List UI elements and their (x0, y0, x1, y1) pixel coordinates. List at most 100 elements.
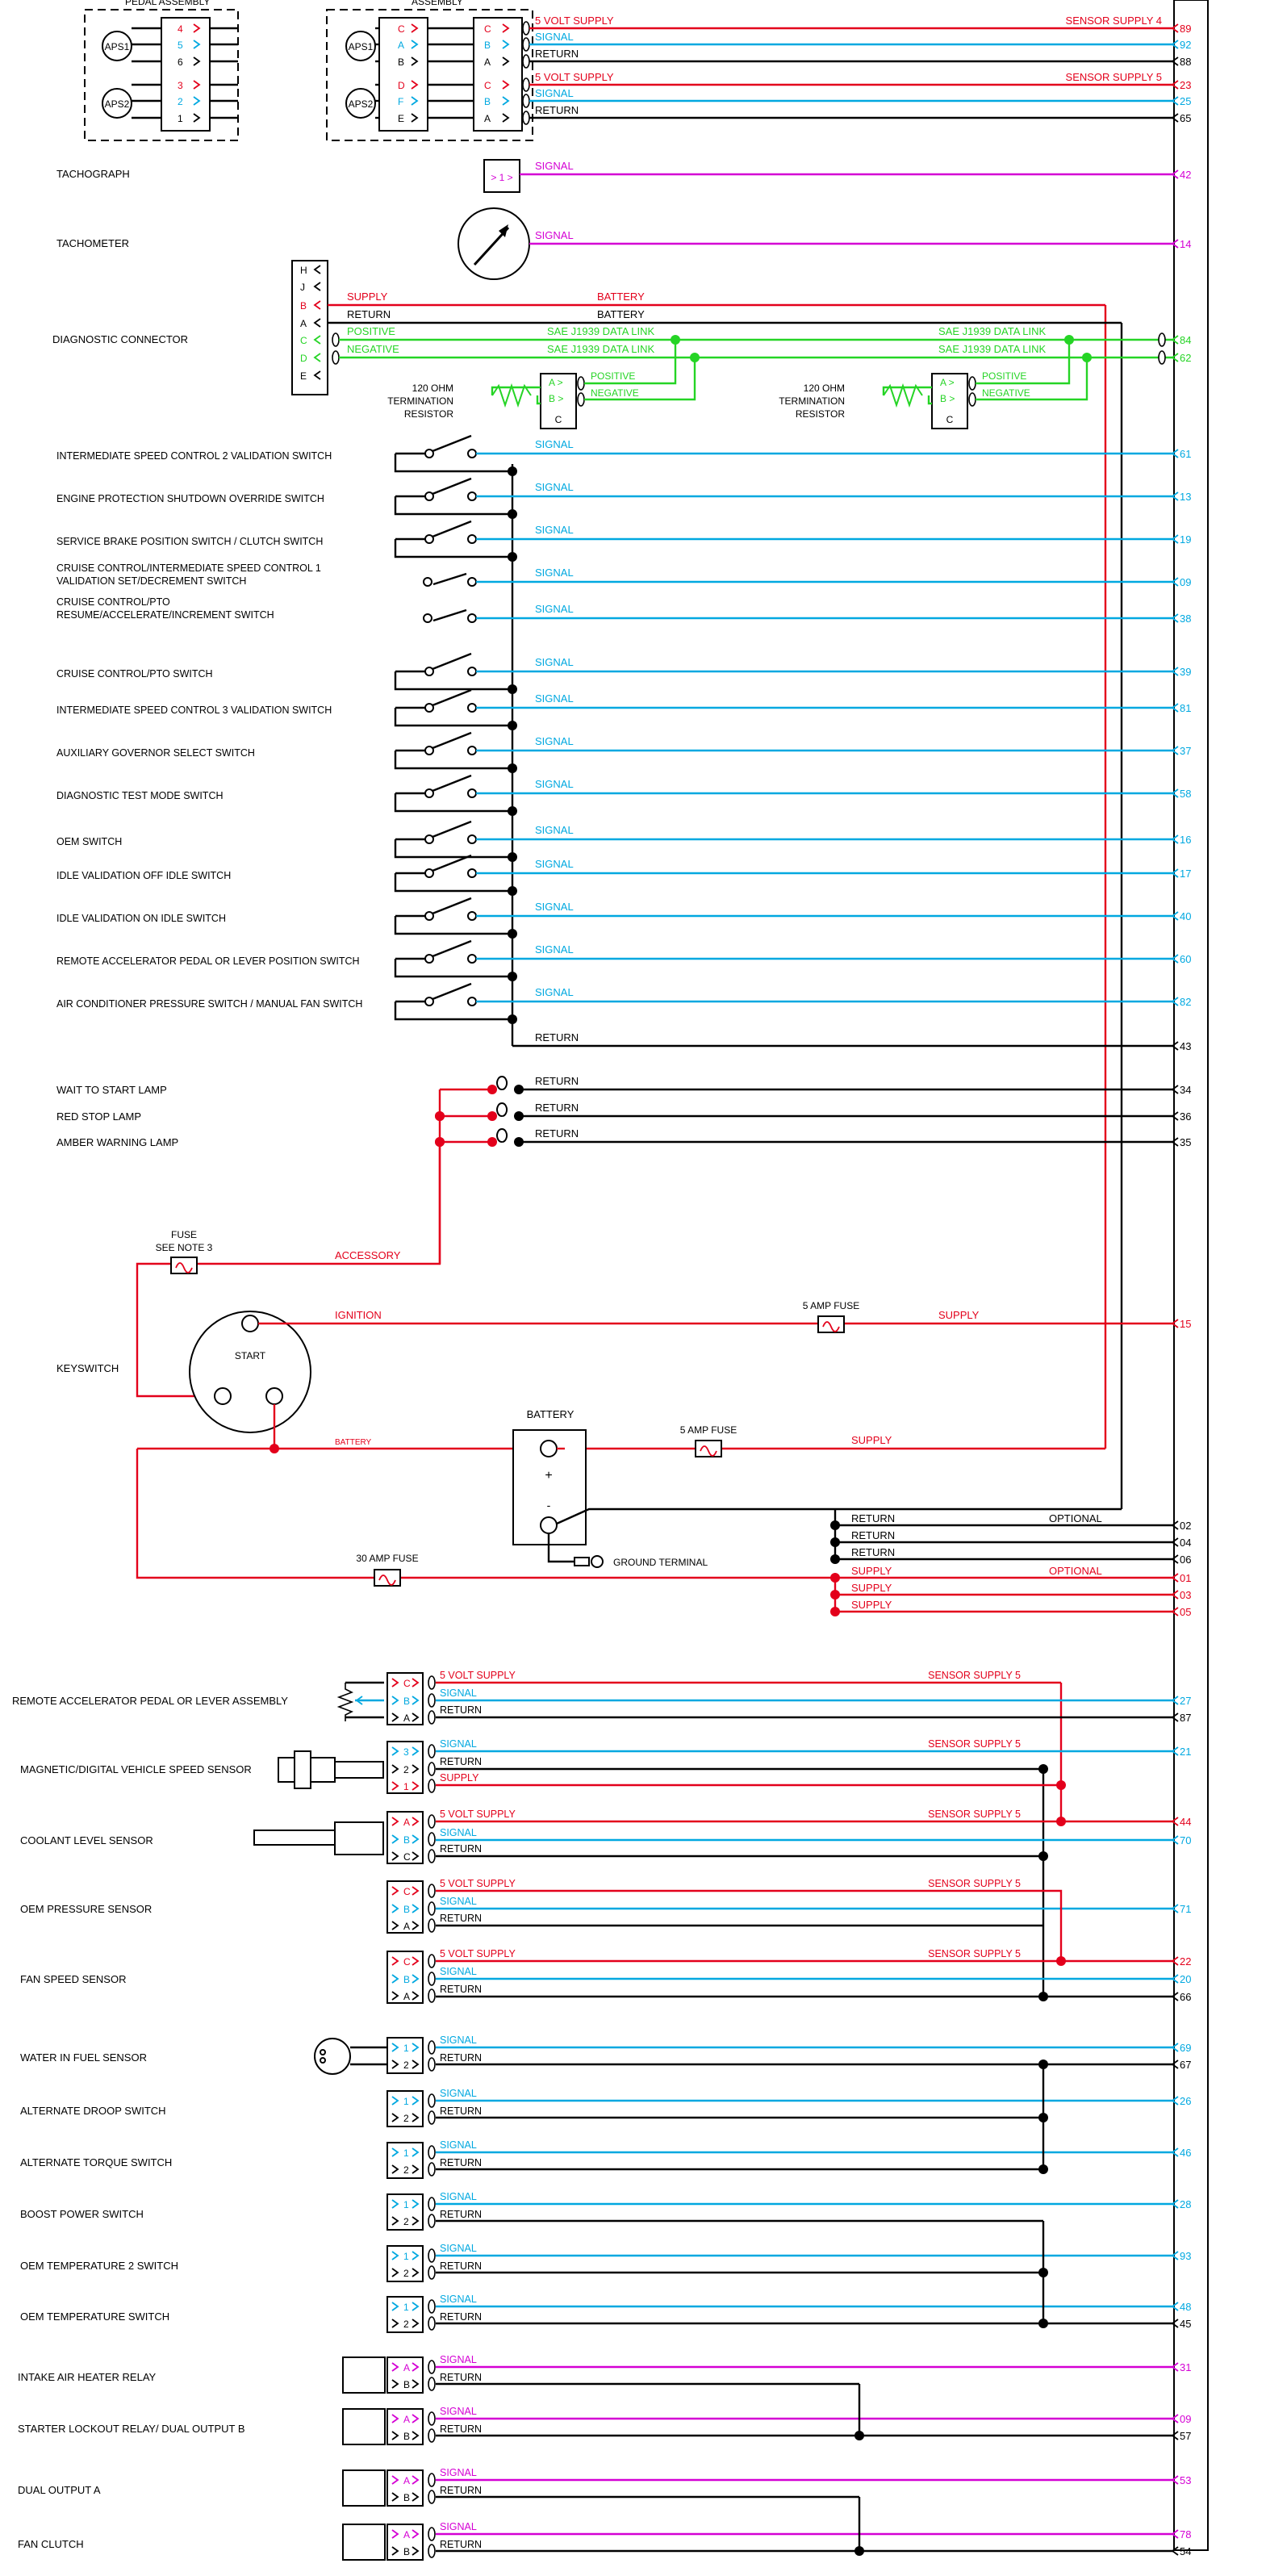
junction-dot (1056, 1956, 1066, 1966)
pin-arrow (412, 1921, 420, 1930)
junction-dot (1038, 2164, 1048, 2174)
pin-arrow (1171, 613, 1179, 623)
ground-terminal-icon (574, 1557, 590, 1566)
icon-dot (320, 2057, 326, 2064)
pin-letter: 2 (403, 2164, 409, 2176)
tachograph-label: TACHOGRAPH (56, 168, 130, 180)
pin-letter: B (403, 1974, 410, 1985)
ecu-pin-number: 87 (1180, 1712, 1191, 1724)
ecu-pin-number: 88 (1180, 56, 1191, 68)
plug-symbol (577, 392, 585, 407)
ecu-pin-number: 69 (1180, 2042, 1191, 2054)
pin-arrow (412, 1781, 420, 1791)
wire-label: POSITIVE (347, 325, 395, 337)
switch-contact (467, 788, 477, 798)
plug-symbol (1158, 350, 1166, 365)
switch-lever (432, 572, 467, 586)
switch-label: IDLE VALIDATION ON IDLE SWITCH (56, 913, 226, 924)
junction-dot (508, 929, 517, 939)
ground-terminal-icon (591, 1555, 604, 1568)
switch-label: BOOST POWER SWITCH (20, 2208, 144, 2220)
switch-ground (394, 839, 512, 859)
pin-arrow (391, 2431, 399, 2440)
plug-symbol (428, 2377, 436, 2391)
pin-letter: B (403, 2379, 410, 2390)
plug-symbol (428, 1710, 436, 1725)
pin-arrow (391, 2492, 399, 2502)
switch-ground (394, 916, 512, 935)
pin-arrow (391, 1974, 399, 1984)
pin-arrow (412, 2147, 420, 2157)
pin-arrow (391, 2147, 399, 2157)
switch-lever (432, 774, 472, 792)
wire-label: SAE J1939 DATA LINK (938, 325, 1047, 337)
pin-arrow (411, 113, 419, 123)
junction-dot (854, 2546, 864, 2556)
ecu-pin-number: 82 (1180, 996, 1191, 1008)
pin-arrow (391, 1678, 399, 1687)
ecu-pin-number: 14 (1180, 238, 1191, 250)
ground-label: GROUND TERMINAL (613, 1557, 708, 1568)
pin-arrow (391, 2319, 399, 2328)
junction-dot (1038, 1851, 1048, 1861)
junction-dot (1056, 1780, 1066, 1790)
ecu-pin-number: 16 (1180, 834, 1191, 846)
sensor-label: FAN SPEED SENSOR (20, 1973, 126, 1985)
assembly-header: PEDAL ASSEMBLY (125, 0, 210, 7)
signal-label: SIGNAL (440, 2034, 477, 2046)
pin-arrow (391, 1781, 399, 1791)
diag-pin: C (300, 335, 307, 346)
signal-label: SIGNAL (535, 160, 574, 172)
signal-label: SIGNAL (535, 481, 574, 493)
pin-arrow (412, 2302, 420, 2311)
battery-sign: + (545, 1469, 552, 1482)
speed-sensor-icon (334, 1761, 384, 1779)
pin-arrow (412, 1764, 420, 1774)
ecu-pin-number: 81 (1180, 702, 1191, 714)
plug-symbol (428, 2248, 436, 2263)
switch-contact (467, 703, 477, 713)
sensor-label: REMOTE ACCELERATOR PEDAL OR LEVER ASSEMB… (12, 1695, 288, 1707)
wire-label-right: SENSOR SUPPLY 5 (928, 1738, 1021, 1750)
pin-letter: C (403, 1956, 411, 1968)
plug-symbol (332, 332, 340, 347)
wire-label-right: SENSOR SUPPLY 5 (928, 1670, 1021, 1681)
sensor-label: OEM PRESSURE SENSOR (20, 1903, 152, 1915)
pin-letter: 2 (403, 2268, 409, 2279)
switch-contact (467, 911, 477, 921)
ecu-pin-number: 67 (1180, 2059, 1191, 2071)
pin-arrow (391, 1956, 399, 1966)
plug-symbol (428, 1832, 436, 1846)
pin-arrow (1171, 1573, 1179, 1583)
pin-arrow (412, 1817, 420, 1826)
pin-arrow (1171, 1520, 1179, 1530)
pin-letter: 5 (178, 40, 183, 51)
fuse-label: FUSE (171, 1229, 197, 1240)
switch-ground (394, 873, 512, 893)
switch-label: OEM TEMPERATURE SWITCH (20, 2310, 169, 2323)
ecu-pin-number: 03 (1180, 1589, 1191, 1601)
plug-symbol (428, 1744, 436, 1758)
wire-label: RETURN (851, 1512, 895, 1524)
ecu-pin-number: 21 (1180, 1746, 1191, 1758)
signal-label: SIGNAL (535, 438, 574, 450)
ecu-pin-number: 19 (1180, 533, 1191, 546)
signal-label: SIGNAL (535, 603, 574, 615)
ecu-pin-number: 71 (1180, 1903, 1191, 1915)
switch-contact (467, 868, 477, 878)
plug-symbol (428, 2360, 436, 2374)
ecu-pin-number: 92 (1180, 39, 1191, 51)
fuse-label: 5 AMP FUSE (803, 1300, 859, 1311)
termination-connector (931, 373, 968, 429)
pin-letter: 2 (403, 2216, 409, 2227)
pin-letter: B (403, 2431, 410, 2442)
ecu-pin-number: 61 (1180, 448, 1191, 460)
ecu-pin-number: 09 (1180, 576, 1191, 588)
plug-symbol (428, 1675, 436, 1690)
pin-letter: A (484, 113, 491, 124)
pin-arrow (412, 2268, 420, 2277)
diag-pin: H (300, 265, 307, 276)
wire-label: NEGATIVE (982, 387, 1030, 399)
pin-letter: 4 (178, 23, 183, 35)
wire-label: SIGNAL (440, 1966, 477, 1977)
